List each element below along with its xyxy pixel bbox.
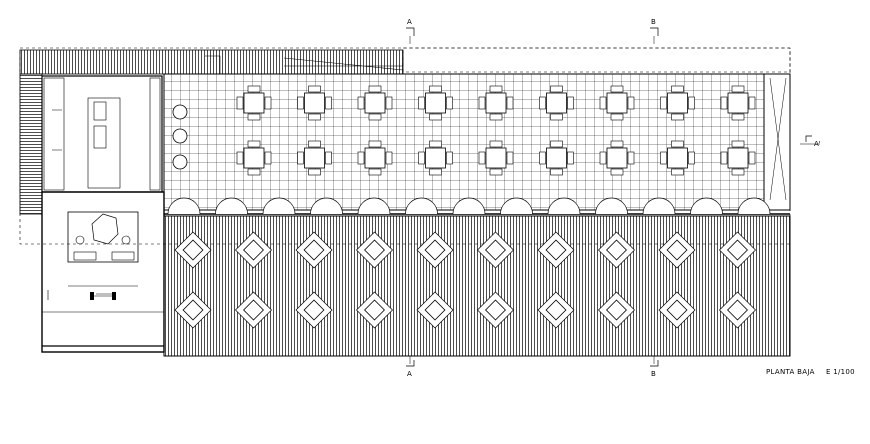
indoor-table — [660, 85, 695, 121]
svg-text:A: A — [407, 370, 412, 378]
terrace-table — [416, 291, 454, 329]
top-wall-hatch — [19, 49, 404, 75]
terrace-table — [719, 231, 756, 269]
door-arcs — [167, 197, 771, 215]
indoor-table — [478, 140, 514, 176]
door-arc — [452, 197, 486, 215]
door-arc — [500, 197, 533, 215]
terrace-table — [537, 231, 575, 269]
section-mark-a-prime: A' — [800, 135, 821, 148]
terrace-table — [658, 231, 696, 269]
door-arc — [642, 197, 676, 215]
svg-text:A: A — [407, 18, 412, 26]
terrace-table — [416, 231, 454, 269]
stair-ramp — [205, 55, 404, 74]
door-arc — [215, 197, 248, 215]
indoor-table — [236, 85, 272, 121]
svg-text:A': A' — [814, 140, 821, 148]
kitchen-room — [41, 75, 163, 193]
section-mark-a-top: A — [406, 18, 415, 44]
terrace-table — [174, 231, 212, 269]
svg-text:B: B — [651, 370, 656, 378]
door-arc — [310, 197, 343, 215]
section-mark-a-bottom: A — [406, 356, 415, 378]
door-arc — [737, 197, 771, 215]
indoor-table — [297, 85, 332, 121]
terrace-table — [356, 291, 393, 329]
door-arc — [595, 197, 628, 215]
left-wall-hatch — [19, 73, 43, 215]
indoor-table — [357, 85, 393, 121]
drawing-scale: E 1/100 — [826, 368, 855, 376]
indoor-table — [357, 140, 393, 176]
terrace-table — [235, 231, 272, 269]
round-columns — [172, 104, 188, 170]
right-wall-strip — [763, 73, 791, 211]
indoor-table — [599, 140, 635, 176]
indoor-tables — [236, 85, 756, 176]
terrace-table — [295, 231, 333, 269]
terrace-floor — [163, 215, 791, 357]
restroom-block — [41, 191, 165, 353]
terrace-table — [537, 291, 575, 329]
svg-text:B: B — [651, 18, 656, 26]
door-arc — [405, 197, 438, 215]
indoor-table — [660, 140, 695, 176]
door-arc — [167, 197, 201, 215]
terrace-table — [174, 291, 212, 329]
terrace-table — [598, 231, 635, 269]
terrace-table — [477, 231, 514, 269]
section-mark-b-bottom: B — [650, 356, 659, 378]
right-entry-lines — [769, 77, 787, 201]
door-arc — [262, 197, 296, 215]
terrace-table — [719, 291, 756, 329]
terrace-table — [658, 291, 696, 329]
indoor-table — [720, 85, 756, 121]
drawing-title: PLANTA BAJA — [766, 368, 815, 376]
terrace-table — [295, 291, 333, 329]
indoor-table — [418, 85, 453, 121]
indoor-table — [720, 140, 756, 176]
door-arc — [357, 197, 391, 215]
indoor-table — [478, 85, 514, 121]
indoor-table — [236, 140, 272, 176]
door-arc — [547, 197, 581, 215]
top-right-band — [402, 47, 791, 73]
indoor-table — [599, 85, 635, 121]
section-mark-b-top: B — [650, 18, 659, 44]
terrace-table — [235, 291, 272, 329]
terrace-tables — [174, 231, 756, 329]
indoor-table — [539, 85, 574, 121]
door-arc — [690, 197, 723, 215]
terrace-table — [598, 291, 635, 329]
terrace-table — [477, 291, 514, 329]
terrace-table — [356, 231, 393, 269]
indoor-table — [297, 140, 332, 176]
indoor-table — [539, 140, 574, 176]
indoor-table — [418, 140, 453, 176]
